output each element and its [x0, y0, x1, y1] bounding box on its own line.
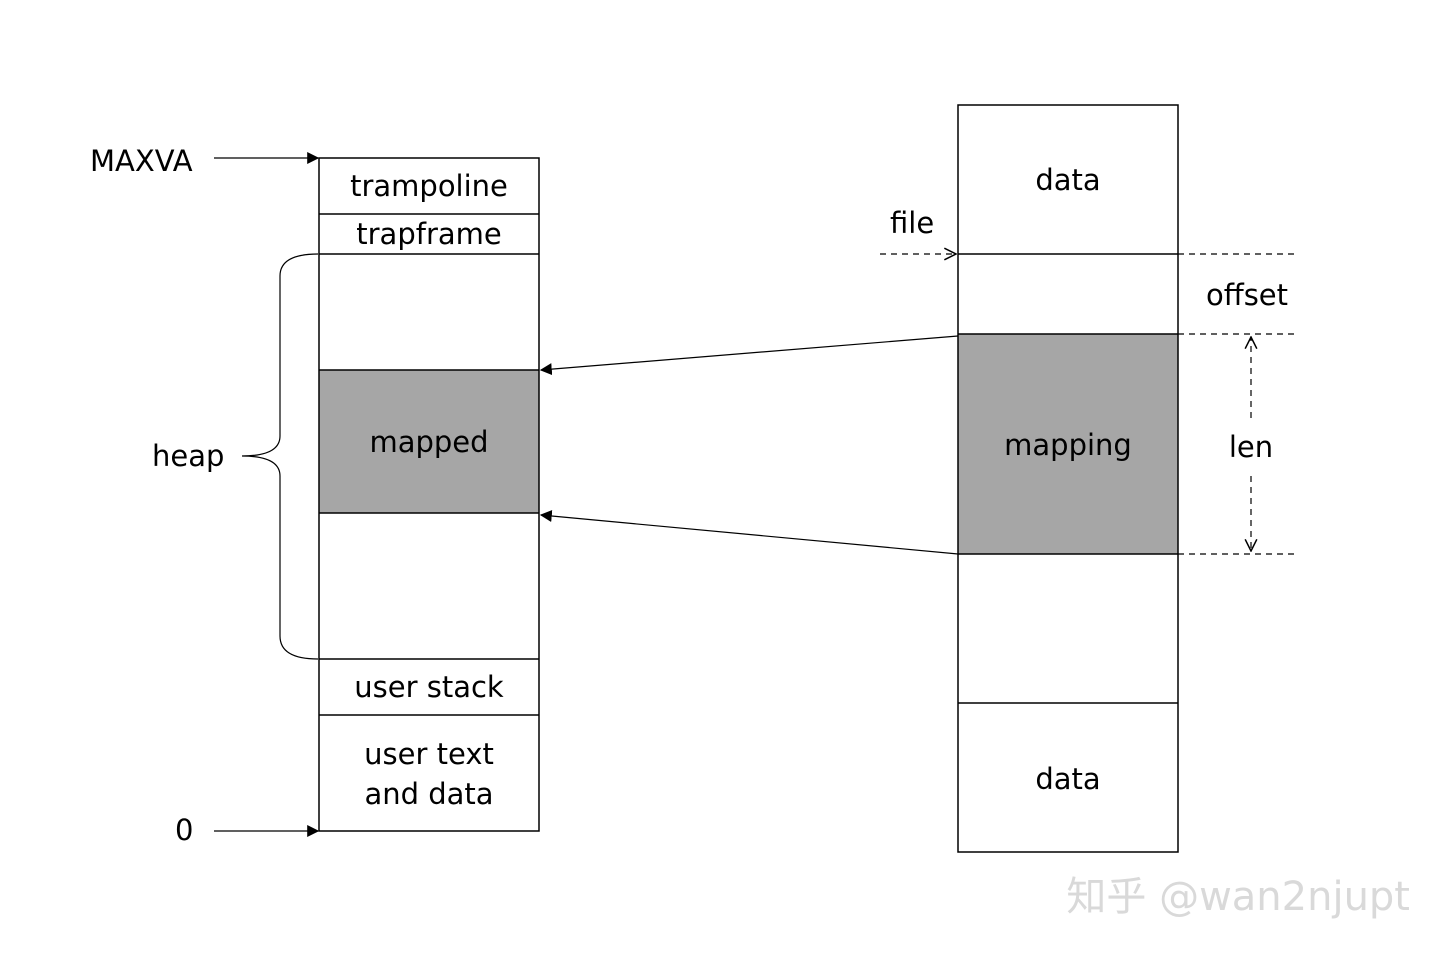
- maxva-label: MAXVA: [90, 144, 193, 178]
- heap-brace: [241, 253, 319, 660]
- segment-user-text-line2: and data: [364, 777, 493, 811]
- segment-data-top: data: [1035, 163, 1100, 197]
- segment-trampoline: trampoline: [350, 169, 508, 203]
- len-label: len: [1229, 430, 1273, 464]
- address-space-column: trampoline trapframe mapped user stack u…: [90, 144, 540, 847]
- mapping-region: [958, 334, 1178, 554]
- segment-data-bottom: data: [1035, 762, 1100, 796]
- segment-mapping: mapping: [1004, 428, 1132, 462]
- file-column: data mapping data file offset len: [880, 104, 1298, 853]
- mapping-arrow-bottom: [539, 510, 959, 555]
- offset-label: offset: [1206, 278, 1288, 312]
- segment-user-text-line1: user text: [364, 737, 494, 771]
- heap-label: heap: [152, 439, 224, 473]
- mapping-arrow-top: [539, 335, 959, 376]
- watermark: 知乎 @wan2njupt: [1066, 874, 1410, 920]
- segment-trapframe: trapframe: [356, 217, 501, 251]
- mapped-region: [319, 370, 539, 513]
- segment-mapped: mapped: [369, 425, 488, 459]
- file-pointer-label: file: [890, 206, 934, 240]
- file-outline: [957, 104, 1179, 853]
- segment-user-stack: user stack: [354, 670, 504, 704]
- zero-label: 0: [175, 813, 193, 847]
- address-space-outline: [318, 157, 540, 832]
